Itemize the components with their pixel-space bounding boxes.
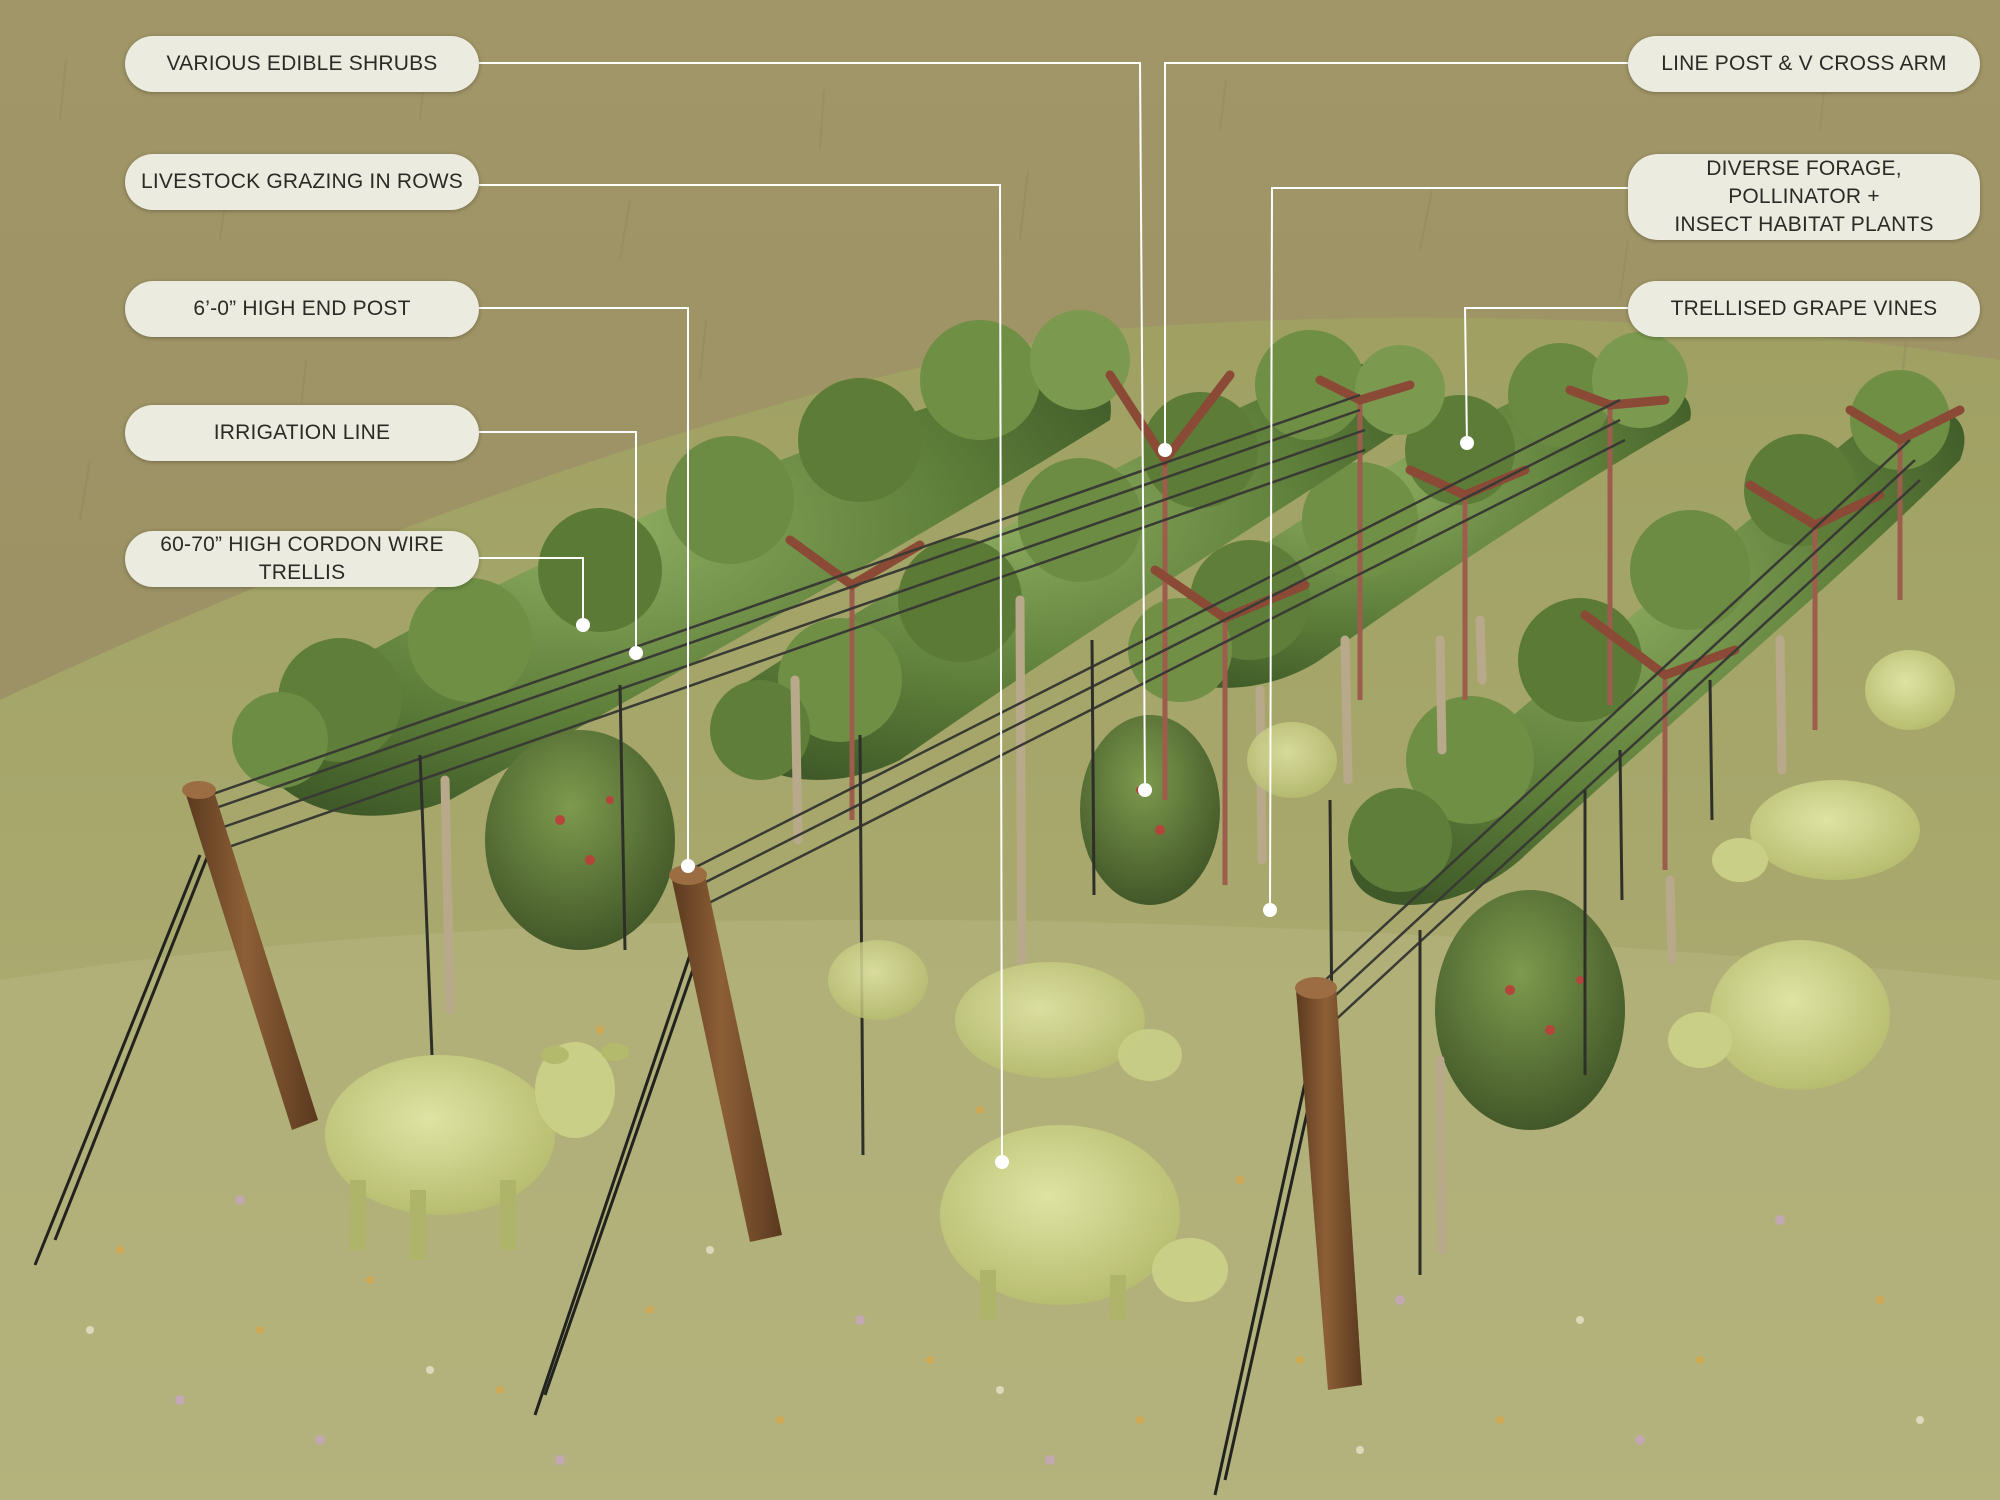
sheep-back-1 bbox=[1247, 722, 1337, 798]
label-end-post: 6’-0” HIGH END POST bbox=[125, 281, 479, 337]
cordon-wires bbox=[209, 393, 1921, 1026]
label-diverse-forage: DIVERSE FORAGE, POLLINATOR + INSECT HABI… bbox=[1628, 154, 1980, 240]
label-various-edible-shrubs: VARIOUS EDIBLE SHRUBS bbox=[125, 36, 479, 92]
vine-trunks bbox=[440, 595, 1787, 1255]
label-cordon-wire-trellis: 60-70” HIGH CORDON WIRE TRELLIS bbox=[125, 531, 479, 587]
label-line-post: LINE POST & V CROSS ARM bbox=[1628, 36, 1980, 92]
wire-stakes bbox=[418, 639, 1714, 1275]
sheep-right-1 bbox=[1668, 940, 1890, 1090]
sheep-front-left bbox=[325, 1042, 629, 1260]
sheep-right-3 bbox=[1865, 650, 1955, 730]
leader-end-post bbox=[479, 307, 689, 866]
end-posts bbox=[33, 781, 1362, 1496]
leader-lines bbox=[479, 62, 1628, 1163]
label-irrigation-line: IRRIGATION LINE bbox=[125, 405, 479, 461]
leader-line-post bbox=[1164, 62, 1628, 450]
label-livestock-grazing: LIVESTOCK GRAZING IN ROWS bbox=[125, 154, 479, 210]
end-post-1 bbox=[182, 781, 318, 1130]
leader-dots bbox=[576, 436, 1474, 1169]
leader-cordon-wire bbox=[479, 557, 584, 625]
vine-row-middle bbox=[710, 330, 1445, 780]
edible-shrubs bbox=[485, 715, 1625, 1130]
sheep-right-2 bbox=[1712, 780, 1920, 882]
line-posts bbox=[785, 370, 1965, 885]
end-post-2 bbox=[669, 865, 782, 1242]
leader-edible-shrubs bbox=[479, 62, 1146, 791]
wildflowers bbox=[86, 1026, 1924, 1465]
label-trellised-vines: TRELLISED GRAPE VINES bbox=[1628, 281, 1980, 337]
leader-trellised-vines bbox=[1463, 307, 1628, 444]
leader-irrigation-line bbox=[479, 431, 637, 653]
vine-row-front bbox=[232, 310, 1130, 816]
leader-livestock-grazing bbox=[479, 184, 1003, 1163]
end-post-3 bbox=[1295, 977, 1362, 1390]
sheep-front-middle bbox=[940, 1125, 1228, 1320]
leader-diverse-forage bbox=[1269, 187, 1628, 911]
sheep bbox=[325, 650, 1955, 1320]
sheep-middle-2 bbox=[828, 940, 928, 1020]
